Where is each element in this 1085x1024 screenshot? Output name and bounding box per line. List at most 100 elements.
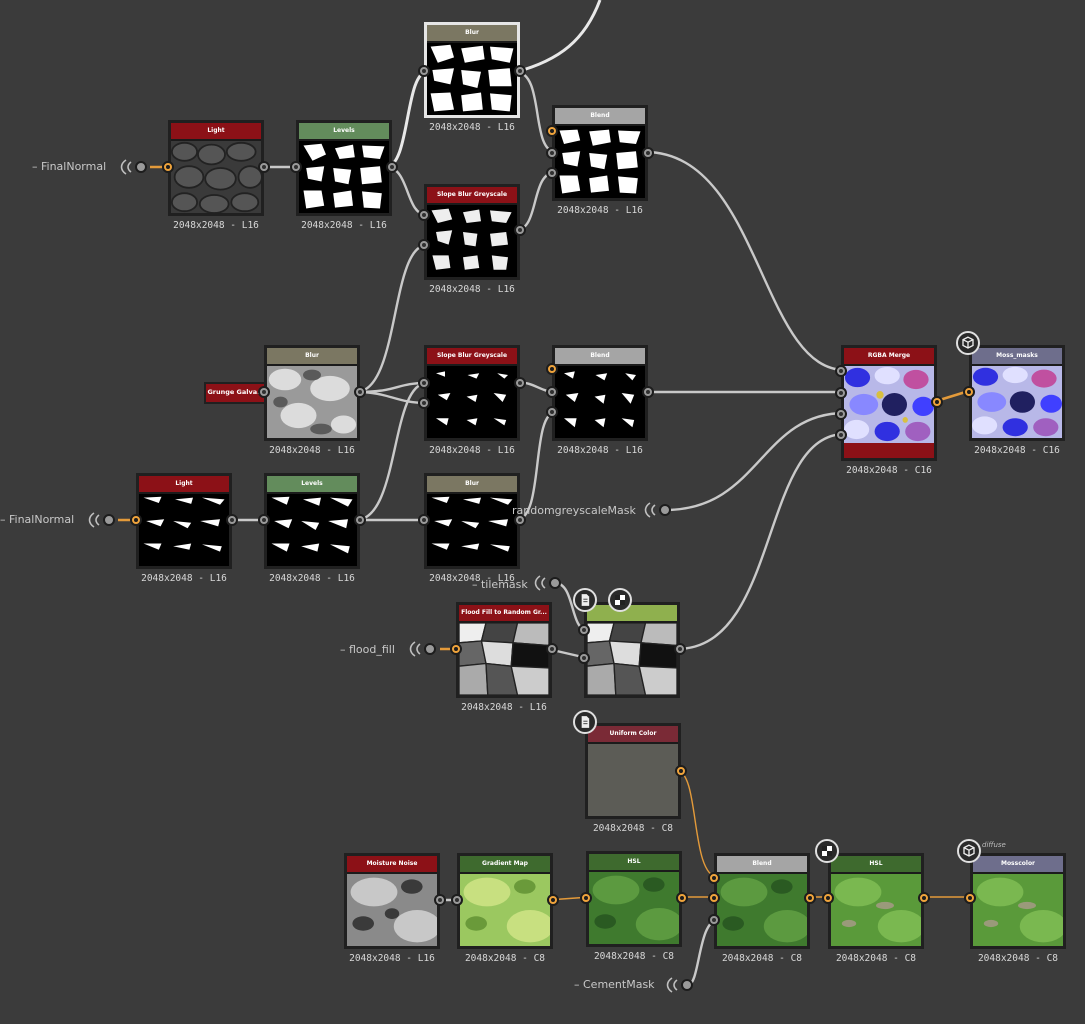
input-port[interactable] <box>578 652 590 664</box>
input-cement-mask[interactable]: – CementMask <box>574 978 655 991</box>
node-thumbnail <box>171 141 261 213</box>
node-mosscolor-output[interactable]: Mosscolor 2048x2048 - C8 <box>964 853 1066 964</box>
input-tilemask[interactable]: – tilemask <box>472 578 528 591</box>
output-port[interactable] <box>258 161 270 173</box>
input-port[interactable] <box>546 167 558 179</box>
output-port[interactable] <box>804 892 816 904</box>
node-uniform-color[interactable]: Uniform Color 2048x2048 - C8 <box>585 723 687 834</box>
input-port[interactable] <box>708 872 720 884</box>
node-hsl-1[interactable]: HSL 2048x2048 - C8 <box>580 851 688 962</box>
input-port[interactable] <box>708 892 720 904</box>
input-port[interactable] <box>546 406 558 418</box>
input-port[interactable] <box>546 386 558 398</box>
node-slope-blur-1[interactable]: Slope Blur Greyscale 2048x2048 - L16 <box>418 184 526 295</box>
cube-icon[interactable] <box>957 839 981 863</box>
input-port[interactable] <box>546 363 558 375</box>
input-port[interactable] <box>822 892 834 904</box>
node-title: Blur <box>427 25 517 41</box>
node-moisture-noise[interactable]: Moisture Noise 2048x2048 - L16 <box>344 853 446 964</box>
node-flood-fill-random-grayscale[interactable]: Flood Fill to Random Gr... 2048x2048 - L… <box>450 602 558 713</box>
input-port[interactable] <box>290 161 302 173</box>
input-port[interactable] <box>546 125 558 137</box>
output-port[interactable] <box>514 514 526 526</box>
node-resolution: 2048x2048 - L16 <box>429 445 515 456</box>
node-thumbnail <box>831 874 921 946</box>
input-port[interactable] <box>258 386 270 398</box>
input-port[interactable] <box>130 514 142 526</box>
input-port[interactable] <box>835 429 847 441</box>
input-port[interactable] <box>451 894 463 906</box>
input-port[interactable] <box>418 377 430 389</box>
output-port[interactable] <box>642 386 654 398</box>
cube-icon[interactable] <box>956 331 980 355</box>
node-blur-2[interactable]: Blur 2048x2048 - L16 <box>258 345 366 456</box>
output-port[interactable] <box>514 65 526 77</box>
node-title: Uniform Color <box>588 726 678 742</box>
input-port[interactable] <box>835 387 847 399</box>
node-levels-1[interactable]: Levels 2048x2048 - L16 <box>290 120 398 231</box>
output-port[interactable] <box>434 894 446 906</box>
output-port[interactable] <box>675 765 687 777</box>
node-thumbnail <box>588 744 678 816</box>
input-port[interactable] <box>964 892 976 904</box>
node-rgba-merge[interactable]: RGBA Merge 2048x2048 - C16 <box>835 345 943 476</box>
output-port[interactable] <box>546 643 558 655</box>
node-blend-1[interactable]: Blend 2048x2048 - L16 <box>546 105 654 216</box>
node-blur-3[interactable]: Blur 2048x2048 - L16 <box>418 473 526 584</box>
input-port[interactable] <box>258 514 270 526</box>
node-slope-blur-2[interactable]: Slope Blur Greyscale 2048x2048 - L16 <box>418 345 526 456</box>
input-port[interactable] <box>418 514 430 526</box>
input-final-normal-2[interactable]: – FinalNormal <box>0 513 75 526</box>
input-port[interactable] <box>835 365 847 377</box>
node-title: Levels <box>267 476 357 492</box>
input-port[interactable] <box>418 65 430 77</box>
node-gradient-map[interactable]: Gradient Map 2048x2048 - C8 <box>451 853 559 964</box>
node-blend-3[interactable]: Blend 2048x2048 - C8 <box>708 853 816 964</box>
input-final-normal-1[interactable]: – FinalNormal <box>32 160 107 173</box>
output-port[interactable] <box>386 161 398 173</box>
checker-icon[interactable] <box>815 839 839 863</box>
output-port[interactable] <box>354 386 366 398</box>
output-port[interactable] <box>547 894 559 906</box>
input-port[interactable] <box>418 397 430 409</box>
input-port[interactable] <box>450 643 462 655</box>
node-resolution: 2048x2048 - L16 <box>269 445 355 456</box>
input-port[interactable] <box>162 161 174 173</box>
node-light-1[interactable]: Light 2048x2048 - L16 <box>162 120 270 231</box>
output-port[interactable] <box>226 514 238 526</box>
input-port[interactable] <box>418 209 430 221</box>
output-port[interactable] <box>514 224 526 236</box>
input-flood-fill[interactable]: – flood_fill <box>340 643 395 656</box>
input-port[interactable] <box>963 386 975 398</box>
node-title: Blur <box>267 348 357 364</box>
checker-icon[interactable] <box>608 588 632 612</box>
node-light-2[interactable]: Light 2048x2048 - L16 <box>130 473 238 584</box>
input-port[interactable] <box>708 914 720 926</box>
node-resolution: 2048x2048 - L16 <box>301 220 387 231</box>
node-hsl-2[interactable]: HSL 2048x2048 - C8 <box>822 853 930 964</box>
output-port[interactable] <box>674 643 686 655</box>
output-port[interactable] <box>514 377 526 389</box>
output-port[interactable] <box>931 396 943 408</box>
node-blend-2[interactable]: Blend 2048x2048 - L16 <box>546 345 654 456</box>
input-port[interactable] <box>580 892 592 904</box>
document-icon[interactable] <box>573 710 597 734</box>
input-port[interactable] <box>546 147 558 159</box>
output-port[interactable] <box>676 892 688 904</box>
output-port[interactable] <box>354 514 366 526</box>
input-port[interactable] <box>578 624 590 636</box>
input-port[interactable] <box>418 239 430 251</box>
node-resolution: 2048x2048 - C8 <box>977 953 1059 964</box>
node-blur-1[interactable]: Blur 2048x2048 - L16 <box>418 22 526 133</box>
node-moss-masks-output[interactable]: Moss_masks 2048x2048 - C16 <box>963 345 1065 456</box>
node-levels-2[interactable]: Levels 2048x2048 - L16 <box>258 473 366 584</box>
output-port[interactable] <box>918 892 930 904</box>
input-port[interactable] <box>835 408 847 420</box>
node-multiply[interactable] <box>578 602 686 698</box>
document-icon[interactable] <box>573 588 597 612</box>
output-port[interactable] <box>642 147 654 159</box>
input-grunge-galvanized[interactable]: Grunge Galva... <box>204 382 268 404</box>
node-thumbnail <box>427 366 517 438</box>
input-random-greyscale-mask[interactable]: randomgreyscaleMask <box>512 504 636 517</box>
